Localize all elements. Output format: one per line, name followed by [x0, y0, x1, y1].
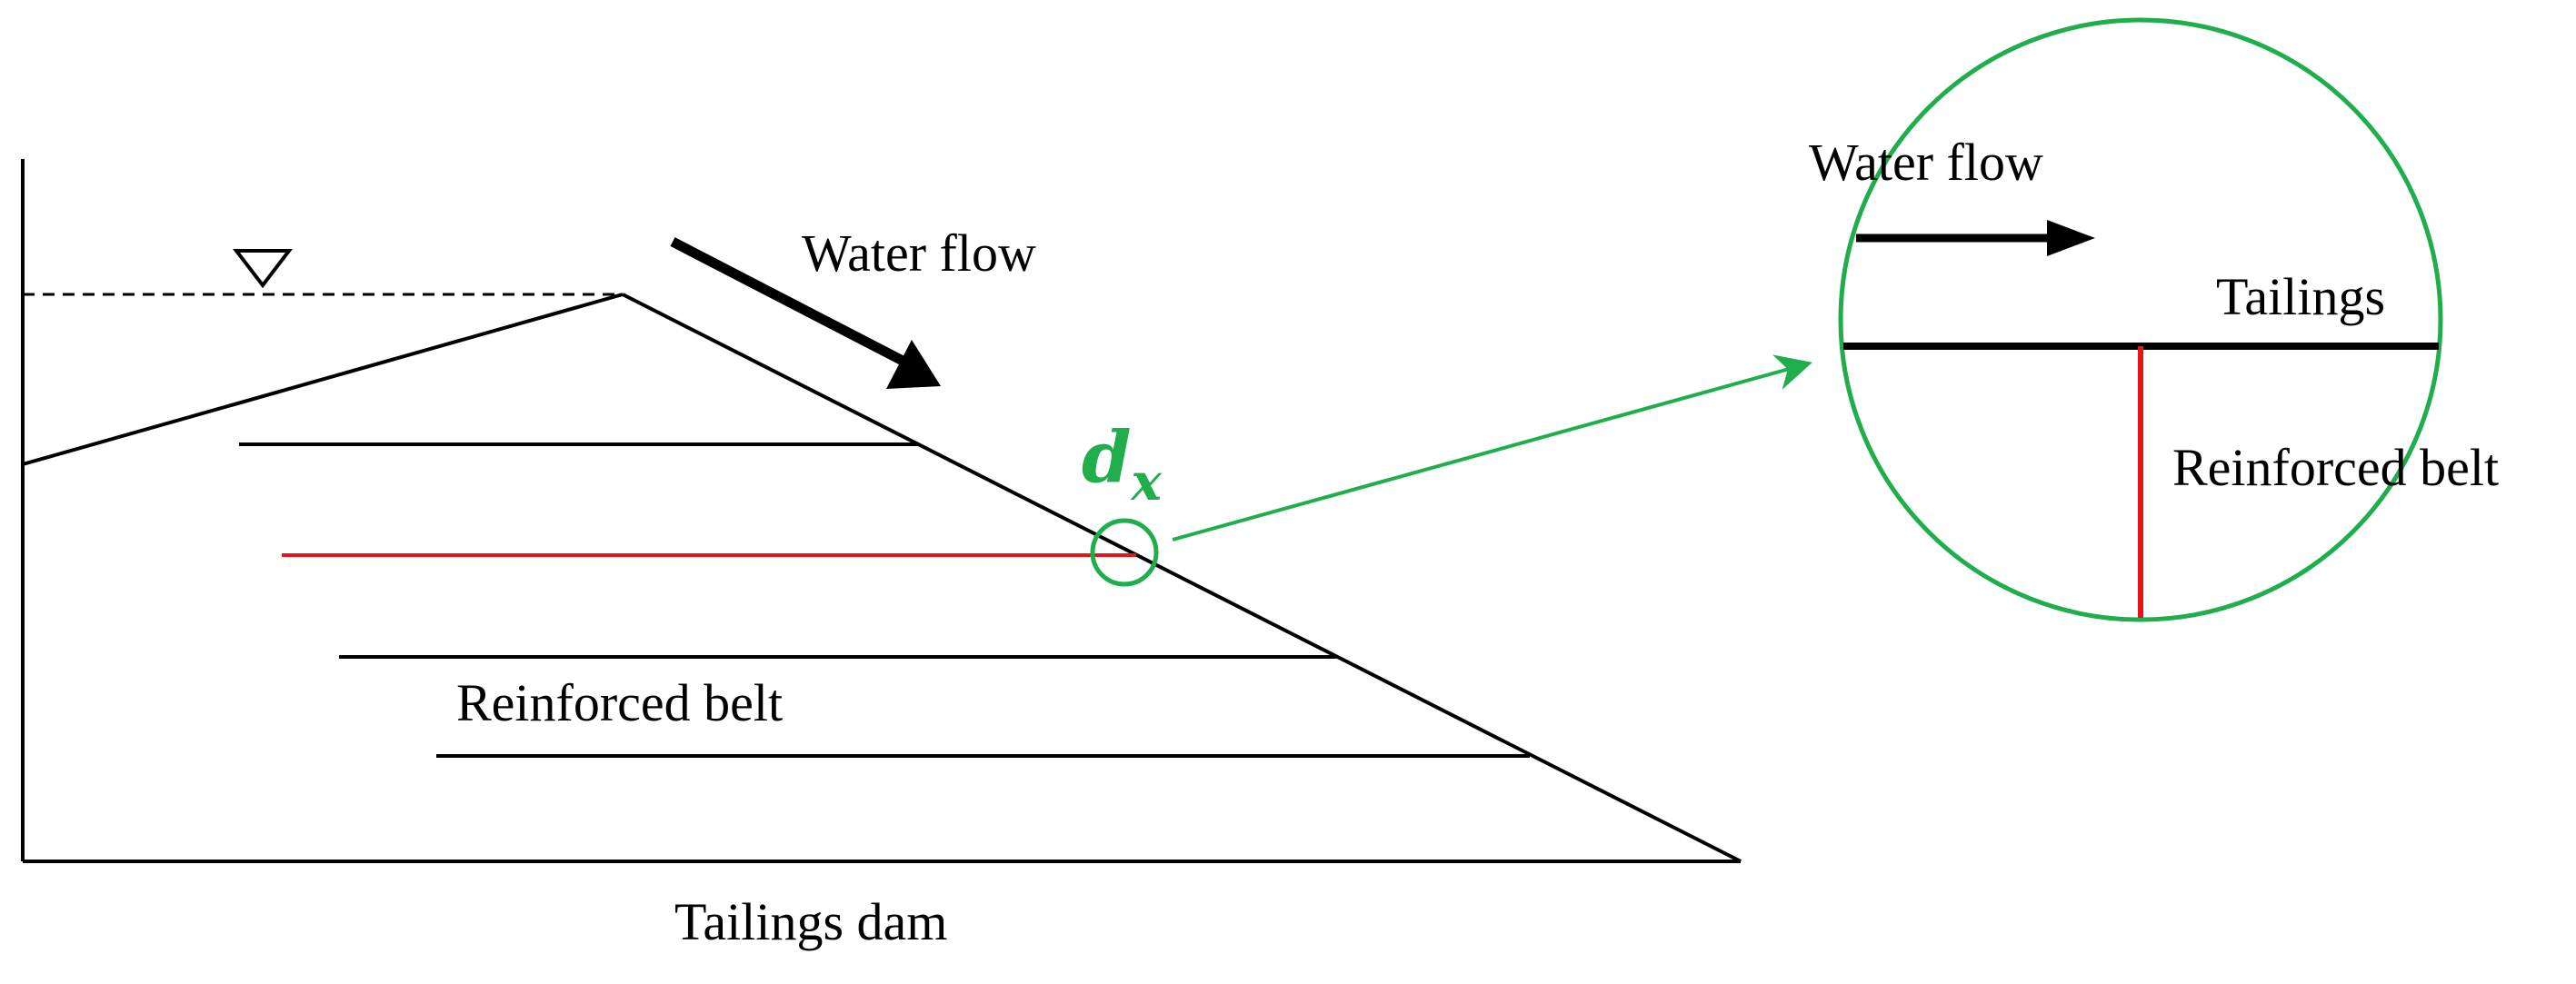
- detail-circle: [1838, 17, 2443, 622]
- detail-tailings-label: Tailings: [2216, 267, 2385, 326]
- detail-water-flow-arrow-icon: [1856, 220, 2095, 256]
- downstream-slope-line: [622, 293, 1742, 863]
- dam-section: Water flow Reinforced belt Tailings dam: [21, 159, 1742, 951]
- dx-marker: dx: [1082, 354, 1812, 587]
- reinforced-belt-label: Reinforced belt: [456, 673, 783, 732]
- upstream-slope-line: [22, 293, 624, 466]
- dx-callout-circle: [1090, 518, 1159, 587]
- detail-view: Water flow Tailings Reinforced belt: [1809, 17, 2499, 622]
- zoom-connector-arrow: [1172, 354, 1812, 542]
- water-flow-label: Water flow: [802, 224, 1036, 283]
- dx-subscript: x: [1131, 452, 1163, 512]
- tailings-dam-caption: Tailings dam: [674, 892, 947, 951]
- water-flow-arrow-icon: [670, 237, 941, 389]
- detail-reinforced-belt-label: Reinforced belt: [2172, 438, 2499, 497]
- detail-water-flow-label: Water flow: [1809, 133, 2043, 192]
- dx-symbol: dx: [1082, 416, 1163, 512]
- water-level-icon: [232, 249, 294, 289]
